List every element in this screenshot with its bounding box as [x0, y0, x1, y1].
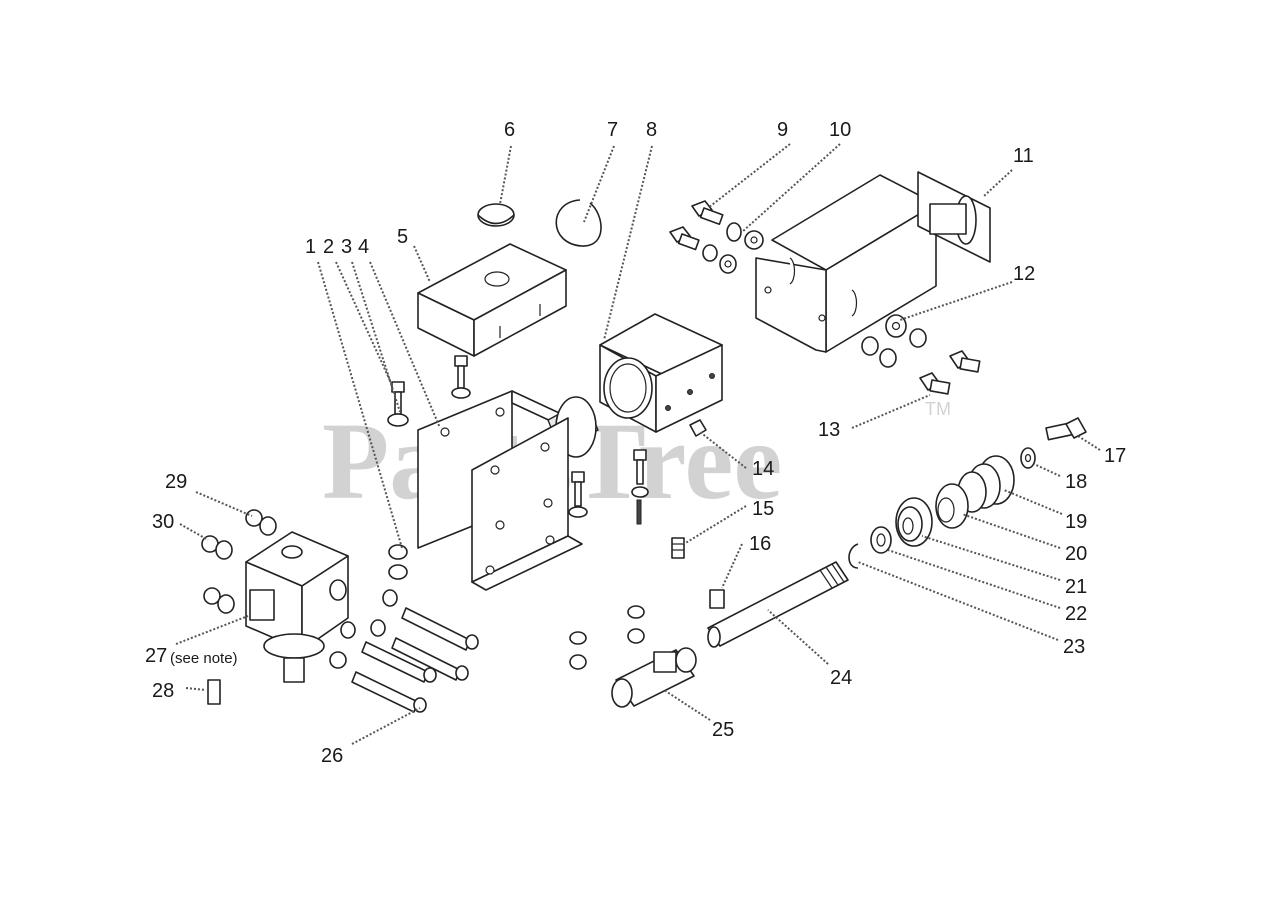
callout-5[interactable]: 5 [397, 226, 408, 248]
part-carriage-bolt-top[interactable] [451, 355, 471, 399]
callout-18[interactable]: 18 [1065, 471, 1087, 493]
part-gearbox-27[interactable] [245, 531, 349, 683]
callout-26[interactable]: 26 [321, 745, 343, 767]
callout-6[interactable]: 6 [504, 119, 515, 141]
part-hex-bolt-13[interactable] [919, 350, 981, 395]
part-bearing-21[interactable] [895, 497, 933, 547]
callout-numbers: 1 2 3 4 5 6 7 8 9 10 11 12 13 14 15 16 1… [145, 119, 1126, 767]
callout-20[interactable]: 20 [1065, 543, 1087, 565]
part-long-bolts-26[interactable] [351, 607, 479, 713]
callout-3[interactable]: 3 [341, 236, 352, 258]
part-cover-plate[interactable] [417, 243, 567, 357]
callout-19[interactable]: 19 [1065, 511, 1087, 533]
callout-27-note: (see note) [170, 650, 238, 667]
callout-4[interactable]: 4 [358, 236, 369, 258]
callout-13[interactable]: 13 [818, 419, 840, 441]
part-washers-10[interactable] [702, 222, 764, 274]
part-key-16[interactable] [709, 589, 725, 609]
callout-24[interactable]: 24 [830, 667, 852, 689]
part-nut-washer-29[interactable] [245, 509, 277, 536]
part-washer-22[interactable] [870, 526, 892, 554]
part-shaft-24[interactable] [707, 561, 849, 648]
part-nut-washer-30[interactable] [201, 535, 235, 614]
part-hex-bolt-9[interactable] [691, 200, 724, 226]
callout-8[interactable]: 8 [646, 119, 657, 141]
part-retaining-ring[interactable] [555, 199, 602, 247]
part-key-28[interactable] [207, 679, 221, 705]
part-universal-joint-25[interactable] [611, 647, 697, 708]
part-snap-ring-23[interactable] [848, 543, 859, 569]
part-pulley-19[interactable] [957, 455, 1015, 513]
part-spacer-20[interactable] [935, 483, 969, 529]
callout-29[interactable]: 29 [165, 471, 187, 493]
callout-10[interactable]: 10 [829, 119, 851, 141]
part-washers-left-stack[interactable] [329, 544, 408, 669]
callout-30[interactable]: 30 [152, 511, 174, 533]
part-bolt-17[interactable] [1045, 417, 1087, 441]
callout-15[interactable]: 15 [752, 498, 774, 520]
callout-25[interactable]: 25 [712, 719, 734, 741]
callout-27[interactable]: 27 [145, 645, 167, 667]
callout-21[interactable]: 21 [1065, 576, 1087, 598]
callout-16[interactable]: 16 [749, 533, 771, 555]
part-carriage-bolt-mid[interactable] [568, 471, 588, 518]
callout-7[interactable]: 7 [607, 119, 618, 141]
callout-12[interactable]: 12 [1013, 263, 1035, 285]
callout-2[interactable]: 2 [323, 236, 334, 258]
leader-lines [175, 143, 1101, 745]
part-washer-18[interactable] [1020, 447, 1036, 469]
callout-14[interactable]: 14 [752, 458, 774, 480]
part-nuts-center[interactable] [569, 605, 645, 670]
callout-28[interactable]: 28 [152, 680, 174, 702]
part-chute-tube[interactable] [755, 171, 991, 353]
part-hex-bolt-9b[interactable] [669, 226, 700, 251]
callout-11[interactable]: 11 [1013, 145, 1034, 167]
part-mounting-bracket[interactable] [417, 390, 599, 591]
callout-23[interactable]: 23 [1063, 636, 1085, 658]
callout-1[interactable]: 1 [305, 236, 316, 258]
watermark-tm: TM [925, 399, 951, 419]
callout-17[interactable]: 17 [1104, 445, 1126, 467]
part-cap[interactable] [477, 203, 515, 227]
part-bearing-housing[interactable] [599, 313, 723, 433]
part-set-screw-15[interactable] [671, 537, 685, 559]
part-carriage-bolt-14[interactable] [631, 419, 707, 525]
callout-22[interactable]: 22 [1065, 603, 1087, 625]
callout-9[interactable]: 9 [777, 119, 788, 141]
